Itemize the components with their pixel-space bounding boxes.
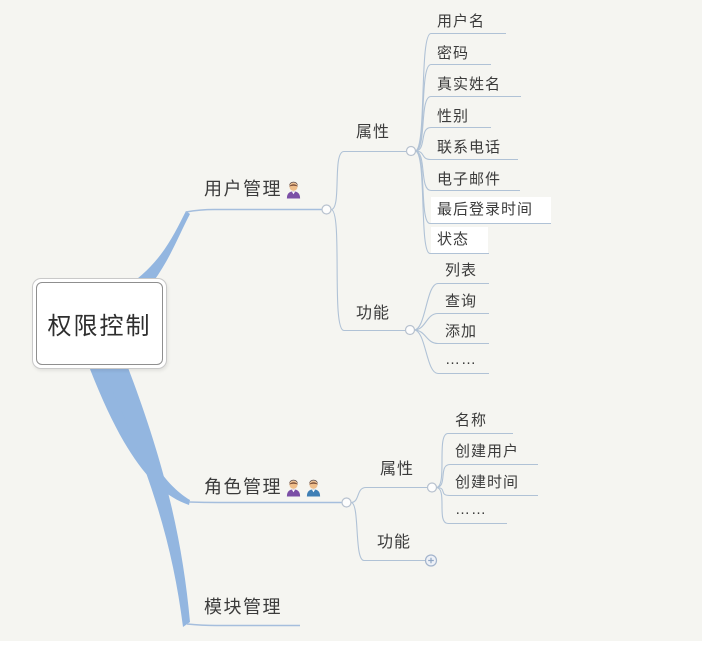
root-topic-label: 权限控制 [36, 282, 163, 365]
user-funcs-junction[interactable] [404, 324, 416, 336]
leaf-name[interactable]: 名称 [455, 412, 488, 429]
person-purple-icon [286, 181, 301, 198]
leaf-line [435, 486, 507, 525]
leaf-line [413, 312, 489, 331]
main-topic-lines [185, 208, 342, 627]
topic-role-management[interactable]: 角色管理 [204, 476, 322, 498]
leaf-line [414, 150, 520, 192]
topic-user-label: 用户管理 [204, 179, 282, 199]
leaf-line [435, 432, 513, 489]
leaf-list[interactable]: 列表 [445, 262, 478, 279]
role-attrs-line [350, 486, 427, 504]
leaf-username[interactable]: 用户名 [437, 13, 486, 30]
role-junction[interactable] [341, 497, 352, 508]
user-funcs-topic[interactable]: 功能 [356, 305, 391, 322]
user-funcs-leaf-lines [413, 282, 489, 375]
topic-user-management[interactable]: 用户管理 [204, 178, 302, 200]
leaf-password[interactable]: 密码 [437, 45, 470, 62]
person-blue-icon [306, 479, 321, 496]
leaf-line [414, 32, 506, 152]
canvas-bottom-edge [0, 641, 702, 654]
user-underline [185, 208, 322, 213]
leaf-line [414, 63, 491, 152]
topic-module-label: 模块管理 [204, 597, 282, 617]
leaf-phone[interactable]: 联系电话 [437, 139, 502, 156]
subtopic-lines [330, 150, 427, 562]
root-topic[interactable]: 权限控制 [32, 278, 167, 369]
user-attrs-leaf-lines [414, 32, 551, 255]
user-attrs-topic[interactable]: 属性 [356, 124, 391, 141]
leaf-line [435, 463, 538, 489]
leaf-line [414, 150, 489, 255]
leaf-add[interactable]: 添加 [445, 323, 478, 340]
leaf-last-login[interactable]: 最后登录时间 [431, 197, 551, 223]
leaf-line [414, 95, 521, 152]
leaf-email[interactable]: 电子邮件 [437, 171, 502, 188]
leaf-gender[interactable]: 性别 [437, 108, 470, 125]
leaf-status[interactable]: 状态 [431, 227, 488, 253]
leaf-line [413, 329, 489, 375]
role-funcs-topic[interactable]: 功能 [377, 534, 412, 551]
role-funcs-expander[interactable] [424, 554, 438, 567]
leaf-line [413, 329, 489, 345]
user-attrs-line [330, 150, 406, 211]
leaf-line [435, 486, 538, 497]
leaf-query[interactable]: 查询 [445, 293, 478, 310]
role-attrs-junction[interactable] [426, 482, 438, 493]
branch-module [94, 342, 190, 627]
role-underline [188, 501, 342, 504]
leaf-more-role-attrs[interactable]: …… [455, 501, 487, 518]
leaf-realname[interactable]: 真实姓名 [437, 76, 502, 93]
junction-circles [321, 145, 438, 508]
user-attrs-junction[interactable] [405, 145, 417, 157]
topic-module-management[interactable]: 模块管理 [204, 596, 282, 618]
module-underline [186, 623, 300, 627]
leaf-line [413, 282, 489, 331]
user-funcs-line [330, 208, 405, 332]
role-funcs-line [350, 501, 425, 562]
leaf-line [414, 126, 491, 152]
role-attrs-topic[interactable]: 属性 [380, 461, 415, 478]
role-attrs-leaf-lines [435, 432, 538, 525]
person-purple-icon [286, 479, 301, 496]
user-junction[interactable] [321, 204, 332, 215]
leaf-more-user-funcs[interactable]: …… [445, 351, 477, 368]
topic-role-label: 角色管理 [204, 477, 282, 497]
thick-branches [82, 211, 190, 627]
leaf-create-user[interactable]: 创建用户 [455, 443, 520, 460]
leaf-create-time[interactable]: 创建时间 [455, 474, 520, 491]
plus-icon [428, 557, 434, 564]
